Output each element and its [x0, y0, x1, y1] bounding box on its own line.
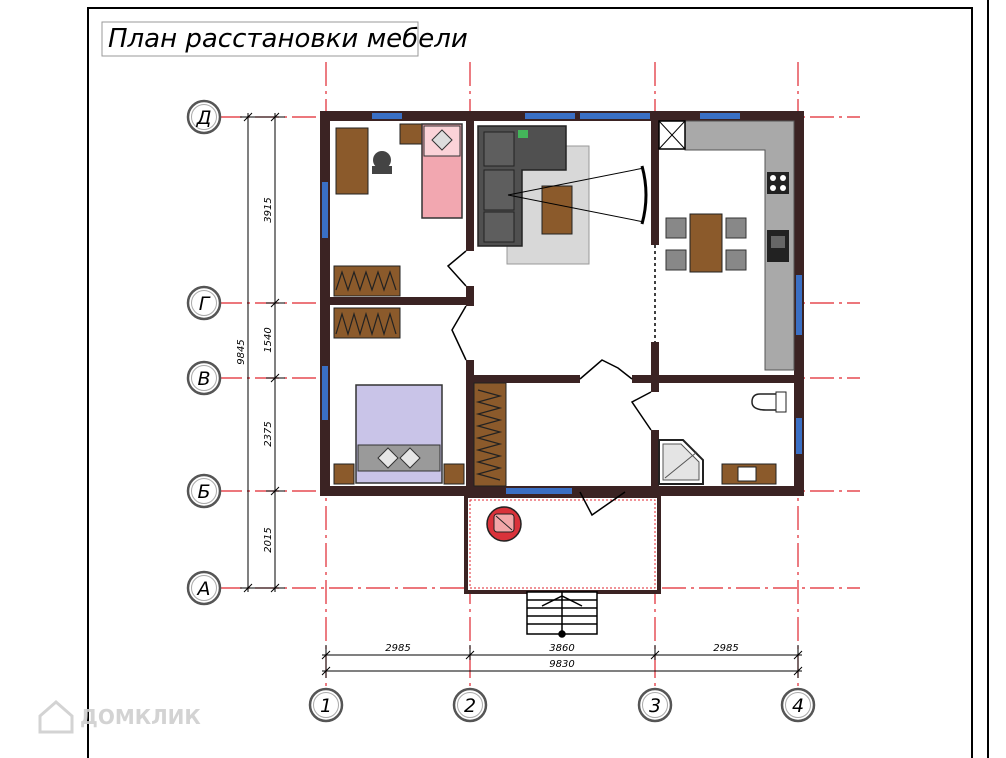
dim-horizontal-total: 9830: [549, 659, 574, 670]
dining-chair: [725, 249, 747, 271]
tv-screen: [640, 165, 648, 225]
column-axis-markers: 1 2 3 4: [308, 687, 816, 723]
svg-text:Д: Д: [196, 107, 212, 129]
room-bathroom: [658, 391, 787, 485]
title-box: [101, 21, 419, 57]
axis-marker-b: Б: [186, 473, 222, 509]
axis-marker-a: А: [186, 570, 222, 606]
domclick-logo-icon: [38, 700, 74, 734]
desk: [335, 127, 369, 195]
svg-text:3: 3: [649, 695, 661, 717]
svg-text:2: 2: [464, 695, 476, 717]
hall-wardrobe: [473, 382, 507, 487]
dim-horizontal-1: 2985: [385, 643, 410, 654]
armchair-porch: [486, 506, 522, 542]
coffee-table: [541, 185, 573, 235]
svg-text:Б: Б: [197, 481, 210, 503]
svg-text:1: 1: [320, 695, 332, 717]
nightstand-study: [399, 123, 423, 145]
domclick-watermark: ДОМКЛИК: [38, 700, 201, 734]
desk-chair: [373, 151, 391, 169]
axis-marker-d: Д: [186, 99, 222, 135]
axis-marker-1: 1: [308, 687, 344, 723]
axis-marker-v: В: [186, 360, 222, 396]
entrance-stairs: [526, 591, 598, 638]
cooktop: [767, 172, 789, 194]
room-study: [333, 123, 463, 297]
room-kitchen: [658, 120, 795, 371]
row-axis-markers: Д Г В Б А: [186, 99, 222, 606]
kitchen-counter: [684, 120, 795, 371]
dim-horizontal-3: 2985: [713, 643, 738, 654]
axis-marker-3: 3: [637, 687, 673, 723]
vertical-dimensions: [240, 112, 285, 593]
dining-chair: [725, 217, 747, 239]
room-bedroom: [333, 307, 465, 485]
axis-marker-2: 2: [452, 687, 488, 723]
dining-chair: [665, 249, 687, 271]
svg-text:Г: Г: [199, 293, 211, 315]
room-living: [477, 125, 648, 265]
dim-vertical-1: 3915: [263, 197, 274, 222]
svg-text:4: 4: [792, 695, 804, 717]
plan-title: План расстановки мебели: [108, 24, 468, 54]
watermark-text: ДОМКЛИК: [80, 705, 201, 729]
horizontal-dimensions: [321, 645, 803, 678]
svg-text:А: А: [196, 578, 211, 600]
windows: [322, 113, 802, 494]
dim-horizontal-2: 3860: [549, 643, 574, 654]
interior-walls: [330, 121, 794, 486]
doors: [446, 245, 656, 517]
porch: [464, 494, 661, 638]
axis-marker-4: 4: [780, 687, 816, 723]
dim-vertical-3: 2375: [263, 421, 274, 446]
dim-vertical-4: 2015: [263, 527, 274, 552]
nightstand-left: [333, 463, 355, 485]
nightstand-right: [443, 463, 465, 485]
dining-chair: [665, 217, 687, 239]
svg-text:В: В: [197, 368, 210, 390]
dim-vertical-total: 9845: [236, 339, 247, 364]
axis-marker-g: Г: [186, 285, 222, 321]
dining-table: [689, 213, 723, 273]
dim-vertical-2: 1540: [263, 327, 274, 352]
